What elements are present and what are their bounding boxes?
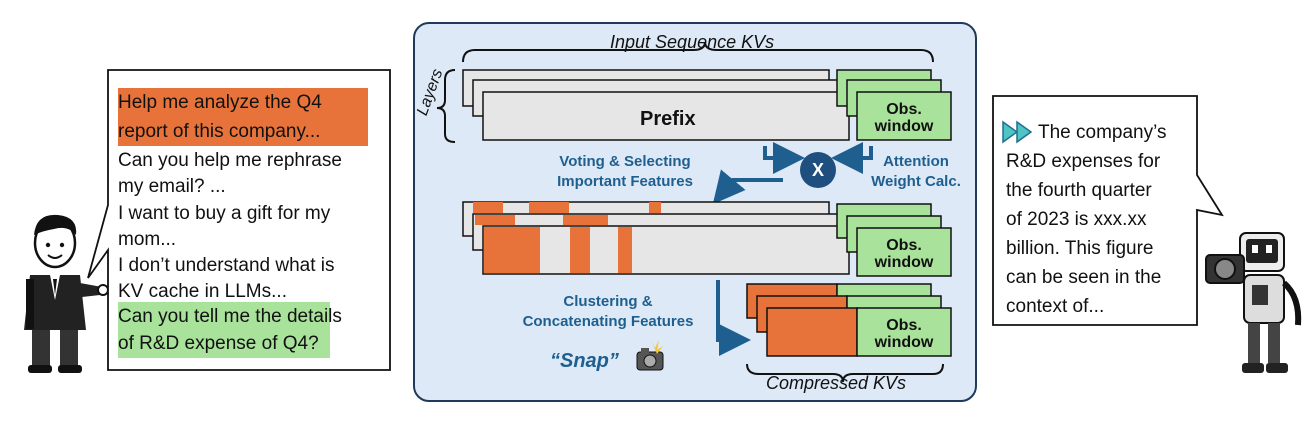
compressed-title: Compressed KVs [766, 373, 907, 393]
compressed-brace [746, 363, 944, 383]
compressed-layer-front [766, 307, 858, 357]
user-message-line: Help me analyze the Q4 [118, 88, 368, 117]
selected-layer-front [482, 225, 850, 275]
camera-icon [636, 340, 664, 371]
arrow-left-to-x [763, 142, 805, 174]
user-message-line: of R&D expense of Q4? [118, 329, 330, 358]
clustering-label: Clustering & Concatenating Features [522, 293, 694, 330]
multiply-symbol: X [811, 160, 824, 180]
user-message-line: report of this company... [118, 117, 368, 146]
layers-brace [436, 69, 456, 143]
input-title: Input Sequence KVs [610, 32, 775, 52]
multiply-circle [800, 152, 836, 188]
user-message-line: I want to buy a gift for my [118, 203, 331, 224]
user-message-line: KV cache in LLMs... [118, 281, 287, 302]
obs-window-label: Obs. window [874, 317, 934, 351]
assistant-line: the fourth quarter [1006, 180, 1152, 201]
obs-window-selected [856, 227, 952, 277]
obs-window-input [856, 91, 952, 141]
robot-camera-icon [1205, 232, 1302, 373]
attention-label: Attention Weight Calc. [871, 153, 961, 190]
assistant-line: R&D expenses for [1006, 151, 1161, 172]
prefix-label: Prefix [640, 108, 696, 130]
user-message-line: mom... [118, 229, 177, 250]
snap-label: “Snap” [550, 350, 619, 372]
user-message-line: my email? ... [118, 176, 226, 197]
user-message-line: Can you help me rephrase [118, 150, 342, 171]
assistant-line: of 2023 is xxx.xx [1006, 209, 1147, 230]
obs-window-label: Obs. window [874, 101, 934, 135]
arrow-right-to-x [831, 142, 873, 174]
user-message-line: I don’t understand what is [118, 255, 335, 276]
voting-label: Voting & Selecting Important Features [557, 153, 693, 190]
arrow-x-to-selected [712, 169, 783, 205]
assistant-line: can be seen in the [1006, 267, 1162, 288]
user-message-line: Can you tell me the details [118, 302, 342, 331]
obs-window-label: Obs. window [874, 237, 934, 271]
obs-window-compressed [856, 307, 952, 357]
kv-diagram [436, 41, 952, 383]
assistant-line: context of... [1006, 296, 1105, 317]
user-message-list: Help me analyze the Q4 report of this co… [118, 88, 386, 358]
assistant-response: The company’s R&D expenses for the fourt… [1006, 118, 1196, 321]
assistant-line: The company’s [1038, 122, 1167, 143]
input-brace [462, 41, 934, 63]
arrow-to-compressed [716, 280, 751, 356]
fast-forward-icon [1002, 120, 1033, 144]
assistant-line: billion. This figure [1006, 238, 1154, 259]
person-icon [24, 214, 109, 373]
input-layer-front [482, 91, 850, 141]
